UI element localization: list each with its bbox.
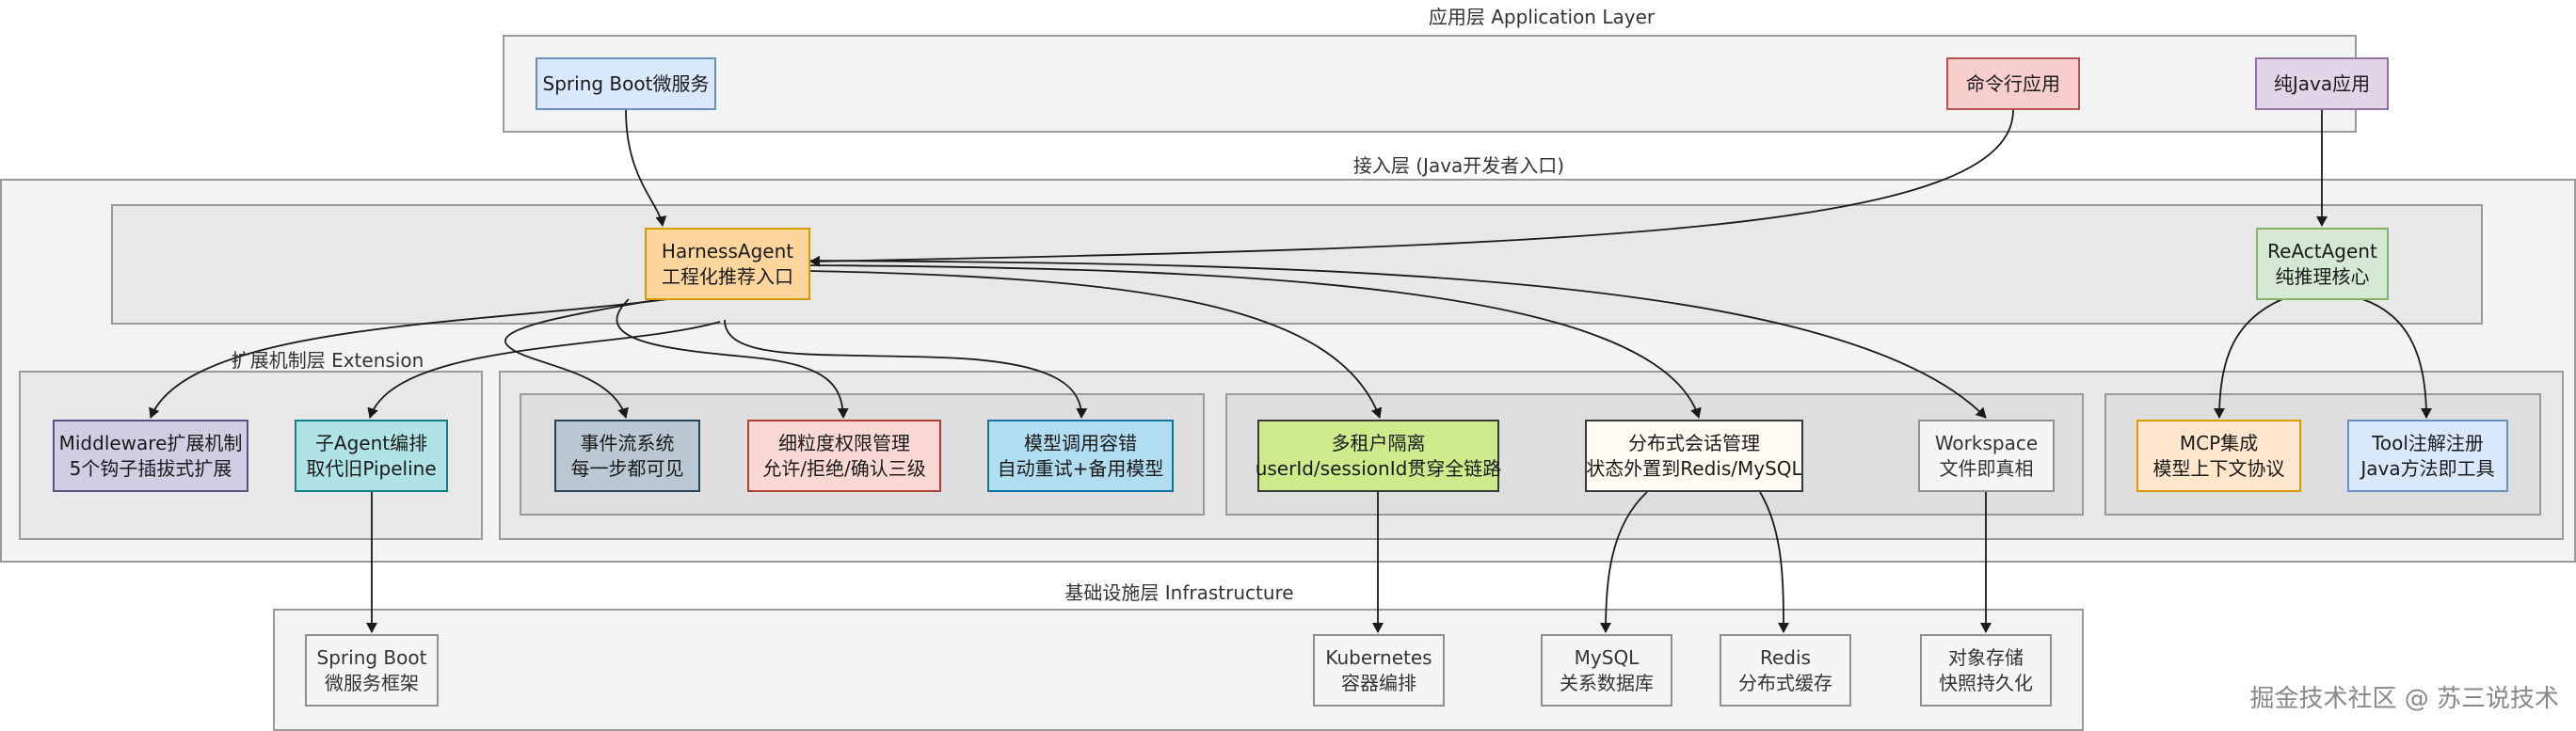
- event-stream-title: 事件流系统: [580, 431, 675, 454]
- middleware-title: Middleware扩展机制: [58, 431, 243, 454]
- extension-layer-label: 扩展机制层 Extension: [231, 349, 424, 372]
- mcp-title: MCP集成: [2179, 431, 2259, 454]
- kubernetes-subtitle: 容器编排: [1341, 671, 1416, 694]
- tool-reg-node[interactable]: Tool注解注册 Java方法即工具: [2347, 420, 2508, 492]
- harness-agent-node[interactable]: HarnessAgent 工程化推荐入口: [645, 228, 810, 300]
- kubernetes-node[interactable]: Kubernetes 容器编排: [1313, 634, 1445, 707]
- spring-boot-framework-title: Spring Boot: [316, 645, 427, 669]
- spring-boot-framework-node[interactable]: Spring Boot 微服务框架: [305, 634, 439, 707]
- tool-reg-subtitle: Java方法即工具: [2360, 456, 2495, 480]
- model-fault-node[interactable]: 模型调用容错 自动重试+备用模型: [987, 420, 1174, 492]
- session-mgmt-node[interactable]: 分布式会话管理 状态外置到Redis/MySQL: [1585, 420, 1803, 492]
- react-agent-subtitle: 纯推理核心: [2275, 264, 2370, 288]
- object-storage-title: 对象存储: [1948, 645, 2024, 669]
- middleware-subtitle: 5个钩子插拔式扩展: [69, 456, 232, 480]
- permission-subtitle: 允许/拒绝/确认三级: [762, 456, 926, 480]
- sub-agent-node[interactable]: 子Agent编排 取代旧Pipeline: [295, 420, 448, 492]
- react-agent-title: ReActAgent: [2267, 239, 2377, 262]
- model-fault-subtitle: 自动重试+备用模型: [997, 456, 1164, 480]
- harness-agent-title: HarnessAgent: [661, 239, 794, 262]
- cli-app-node[interactable]: 命令行应用: [1946, 57, 2080, 110]
- workspace-title: Workspace: [1934, 431, 2039, 454]
- session-mgmt-title: 分布式会话管理: [1628, 431, 1760, 454]
- watermark: 掘金技术社区 @ 苏三说技术: [2249, 685, 2559, 713]
- permission-node[interactable]: 细粒度权限管理 允许/拒绝/确认三级: [747, 420, 941, 492]
- session-mgmt-subtitle: 状态外置到Redis/MySQL: [1586, 456, 1802, 480]
- spring-boot-service-node[interactable]: Spring Boot微服务: [536, 57, 716, 110]
- spring-boot-service-label: Spring Boot微服务: [542, 72, 710, 95]
- spring-boot-framework-subtitle: 微服务框架: [325, 671, 419, 694]
- harness-agent-subtitle: 工程化推荐入口: [662, 264, 793, 288]
- event-stream-node[interactable]: 事件流系统 每一步都可见: [554, 420, 700, 492]
- middleware-node[interactable]: Middleware扩展机制 5个钩子插拔式扩展: [53, 420, 248, 492]
- pure-java-app-label: 纯Java应用: [2273, 72, 2371, 95]
- mysql-node[interactable]: MySQL 关系数据库: [1541, 634, 1672, 707]
- workspace-node[interactable]: Workspace 文件即真相: [1918, 420, 2055, 492]
- multi-tenant-title: 多租户隔离: [1331, 431, 1426, 454]
- sub-agent-title: 子Agent编排: [314, 431, 428, 454]
- redis-title: Redis: [1760, 645, 1811, 669]
- workspace-subtitle: 文件即真相: [1939, 456, 2034, 480]
- mcp-subtitle: 模型上下文协议: [2152, 456, 2285, 480]
- sub-agent-subtitle: 取代旧Pipeline: [306, 456, 437, 480]
- mysql-subtitle: 关系数据库: [1560, 671, 1654, 694]
- mcp-node[interactable]: MCP集成 模型上下文协议: [2136, 420, 2301, 492]
- redis-node[interactable]: Redis 分布式缓存: [1720, 634, 1851, 707]
- cli-app-label: 命令行应用: [1966, 72, 2060, 95]
- model-fault-title: 模型调用容错: [1024, 431, 1137, 454]
- object-storage-subtitle: 快照持久化: [1939, 671, 2033, 694]
- redis-subtitle: 分布式缓存: [1738, 671, 1832, 694]
- kubernetes-title: Kubernetes: [1325, 645, 1432, 669]
- mysql-title: MySQL: [1574, 645, 1640, 669]
- permission-title: 细粒度权限管理: [778, 431, 910, 454]
- object-storage-node[interactable]: 对象存储 快照持久化: [1920, 634, 2052, 707]
- tool-reg-title: Tool注解注册: [2372, 431, 2484, 454]
- multi-tenant-subtitle: userId/sessionId贯穿全链路: [1255, 456, 1502, 480]
- react-agent-node[interactable]: ReActAgent 纯推理核心: [2256, 228, 2389, 300]
- multi-tenant-node[interactable]: 多租户隔离 userId/sessionId贯穿全链路: [1255, 420, 1502, 492]
- application-layer-label: 应用层 Application Layer: [1428, 6, 1656, 28]
- event-stream-subtitle: 每一步都可见: [570, 456, 684, 480]
- entry-subgroup: [111, 204, 2483, 325]
- access-layer-label: 接入层 (Java开发者入口): [1352, 154, 1565, 177]
- infrastructure-layer-label: 基础设施层 Infrastructure: [1064, 581, 1294, 604]
- pure-java-app-node[interactable]: 纯Java应用: [2255, 57, 2389, 110]
